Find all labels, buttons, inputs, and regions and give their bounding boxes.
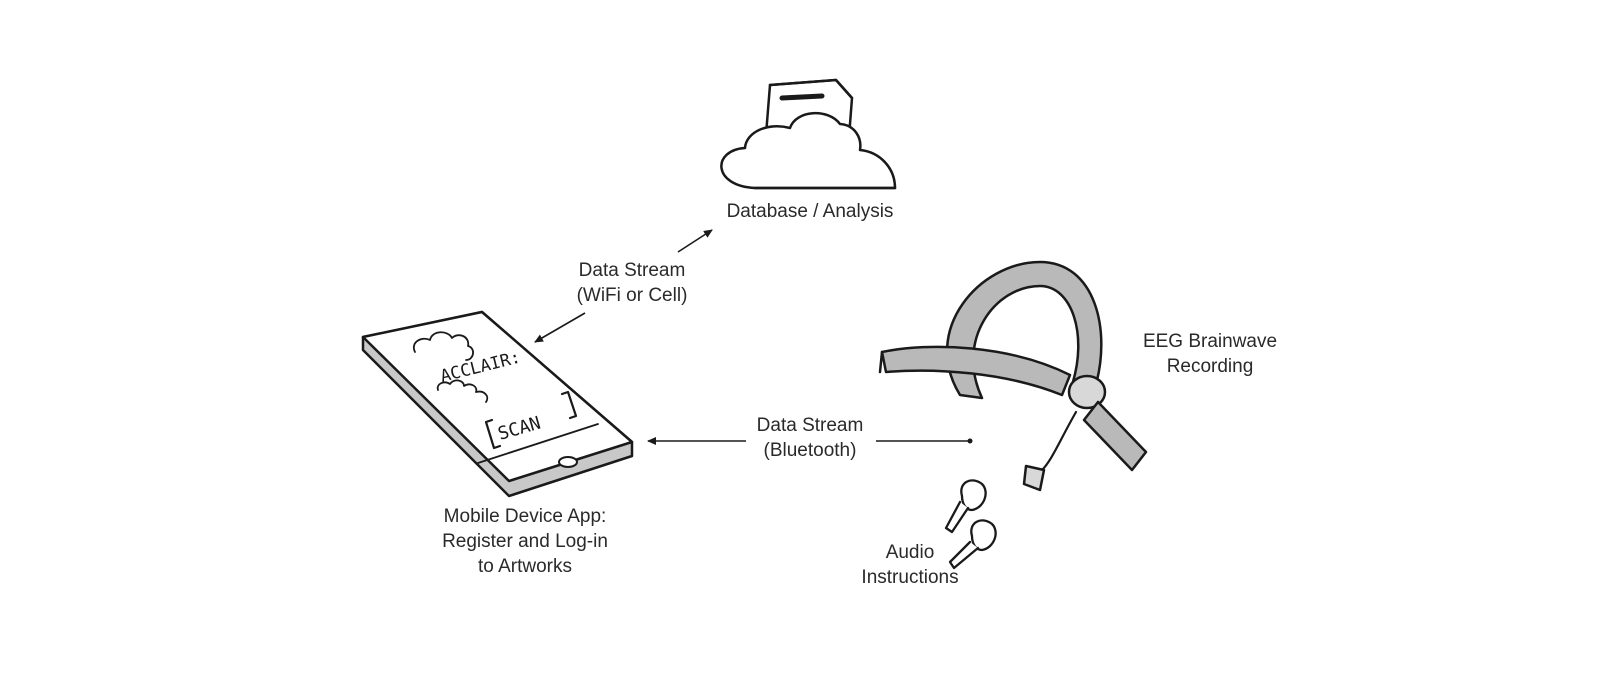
database-label: Database / Analysis	[700, 199, 920, 224]
database-label-line: Database / Analysis	[726, 201, 894, 222]
audio-label: Audio Instructions	[840, 540, 980, 590]
mobile-app-label-line-1: Mobile Device App:	[443, 506, 607, 527]
mobile-phone-icon: ACCLAIR: SCAN	[361, 310, 634, 498]
wifi-arrow-down	[534, 312, 586, 343]
wifi-stream-label-line-2: (WiFi or Cell)	[576, 285, 688, 306]
mobile-app-label-line-2: Register and Log-in	[442, 531, 608, 552]
audio-label-line-1: Audio	[885, 542, 935, 563]
wifi-stream-label-line-1: Data Stream	[578, 260, 686, 281]
wifi-stream-label: Data Stream (WiFi or Cell)	[552, 258, 712, 308]
bluetooth-line-dot	[967, 438, 973, 444]
bluetooth-stream-label-line-2: (Bluetooth)	[763, 440, 857, 461]
wifi-arrow-up	[677, 229, 713, 253]
mobile-app-label-line-3: to Artworks	[478, 556, 572, 577]
eeg-label-line-1: EEG Brainwave	[1142, 331, 1278, 352]
earbuds-icon	[944, 479, 997, 570]
audio-label-line-2: Instructions	[861, 567, 959, 588]
eeg-label: EEG Brainwave Recording	[1120, 329, 1300, 379]
cloud-database-icon	[720, 78, 897, 190]
bluetooth-stream-label: Data Stream (Bluetooth)	[730, 413, 890, 463]
bluetooth-stream-label-line-1: Data Stream	[756, 415, 864, 436]
mobile-app-label: Mobile Device App: Register and Log-in t…	[410, 504, 640, 579]
eeg-label-line-2: Recording	[1166, 356, 1254, 377]
eeg-headset-icon	[878, 260, 1148, 492]
